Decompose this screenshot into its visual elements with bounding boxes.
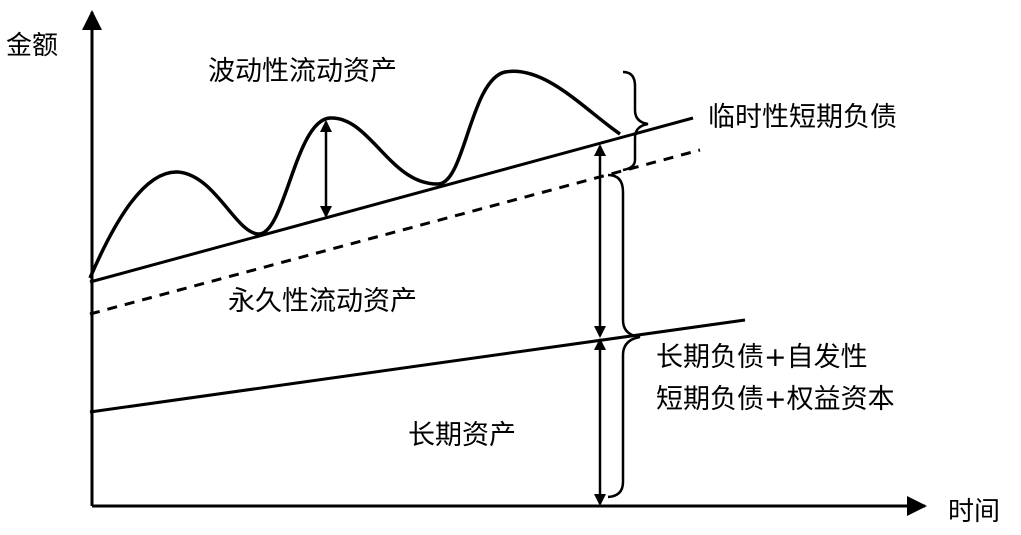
short-term-brace <box>622 70 649 172</box>
y-axis-label: 金额 <box>6 31 59 61</box>
long-term-assets-label: 长期资产 <box>408 420 516 451</box>
long-term-sources-label-line1: 长期负债+自发性 <box>656 342 868 373</box>
permanent-current-assets-line <box>89 116 694 284</box>
x-axis-label: 时间 <box>948 497 1001 527</box>
long-term-sources-label-line2: 短期负债+权益资本 <box>656 384 895 415</box>
fluctuating-assets-curve <box>88 69 621 279</box>
temporary-short-term-liabilities-label: 临时性短期负债 <box>708 102 897 133</box>
permanent-current-assets-label: 永久性流动资产 <box>228 286 417 317</box>
long-term-brace <box>607 173 641 499</box>
fluctuating-current-assets-label: 波动性流动资产 <box>208 56 397 87</box>
long-term-assets-line <box>89 318 746 414</box>
